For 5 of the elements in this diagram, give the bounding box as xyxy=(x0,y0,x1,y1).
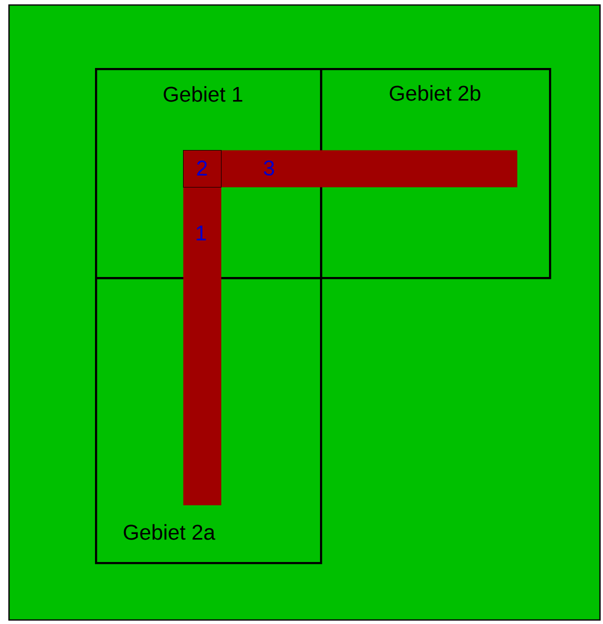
area-box: Gebiet 2b xyxy=(320,68,552,280)
bar-square: 2 xyxy=(183,150,222,188)
node-label: 3 xyxy=(264,160,274,176)
node-label: 1 xyxy=(196,226,206,240)
area-box: Gebiet 2a xyxy=(95,277,322,564)
